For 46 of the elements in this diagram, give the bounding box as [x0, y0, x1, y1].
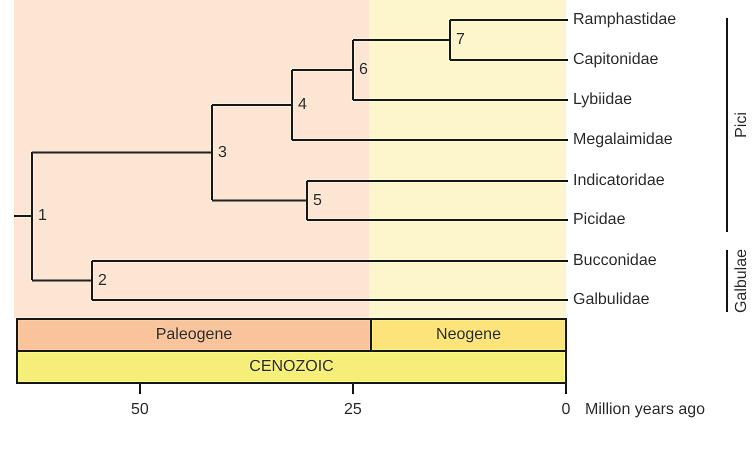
- taxon-label: Indicatoridae: [568, 171, 665, 191]
- branch-line: [450, 59, 568, 61]
- taxon-label: Capitonidae: [568, 50, 658, 70]
- branch-node: [352, 40, 370, 100]
- period-box: CENOZOIC: [16, 350, 567, 384]
- taxon-label: Galbulidae: [568, 290, 650, 310]
- branch-line: [212, 104, 292, 106]
- period-box: Paleogene: [16, 318, 372, 352]
- axis-tick-label: 25: [344, 400, 362, 420]
- branch-line: [292, 69, 353, 71]
- axis-tick-label: 0: [562, 400, 570, 420]
- branch-line: [353, 39, 450, 41]
- branch-line: [212, 200, 307, 202]
- branch-node: [31, 152, 49, 280]
- node-number: 6: [358, 61, 368, 79]
- clade-label: Galbulae: [732, 248, 752, 314]
- branch-node: [306, 181, 324, 220]
- taxon-label: Ramphastidae: [568, 10, 676, 30]
- branch-line: [32, 280, 92, 282]
- taxon-label: Bucconidae: [568, 251, 657, 271]
- node-number: 4: [297, 96, 307, 114]
- branch-line: [450, 19, 568, 21]
- node-number: 7: [455, 31, 465, 49]
- taxon-label: Lybiidae: [568, 90, 632, 110]
- branch-line: [353, 99, 568, 101]
- period-box: Neogene: [370, 318, 567, 352]
- branch-line: [307, 219, 568, 221]
- branch-line: [307, 180, 568, 182]
- branch-line: [14, 215, 32, 217]
- node-number: 2: [97, 272, 107, 290]
- branch-node: [91, 261, 109, 300]
- branch-line: [92, 260, 568, 262]
- branch-node: [211, 105, 229, 200]
- node-number: 5: [312, 192, 322, 210]
- branch-node: [449, 20, 467, 60]
- branch-line: [92, 299, 568, 301]
- node-number: 3: [217, 144, 227, 162]
- clade-label: Pici: [732, 112, 751, 138]
- branch-line: [292, 139, 568, 141]
- branch-line: [32, 152, 212, 154]
- axis-title: Million years ago: [585, 400, 706, 420]
- axis-tick-label: 50: [131, 400, 149, 420]
- branch-node: [291, 70, 309, 140]
- taxon-label: Picidae: [568, 210, 626, 230]
- taxon-label: Megalaimidae: [568, 130, 673, 150]
- node-number: 1: [37, 207, 47, 225]
